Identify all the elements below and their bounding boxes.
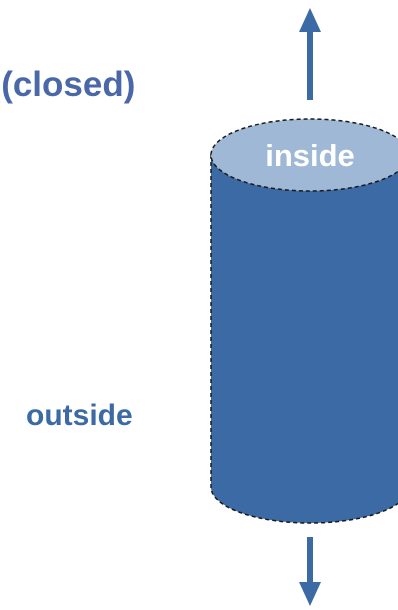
arrow-down-head bbox=[299, 582, 321, 606]
cylinder-body bbox=[210, 154, 398, 524]
inside-label: inside bbox=[265, 138, 355, 173]
heading-line-2: s: bbox=[0, 106, 135, 149]
outside-label: outside bbox=[26, 399, 133, 432]
arrow-up-head bbox=[299, 8, 321, 32]
cylinder-top bbox=[210, 118, 398, 192]
heading-line-1: e (closed) bbox=[0, 65, 136, 104]
heading-text: e (closed) s: bbox=[0, 63, 135, 149]
